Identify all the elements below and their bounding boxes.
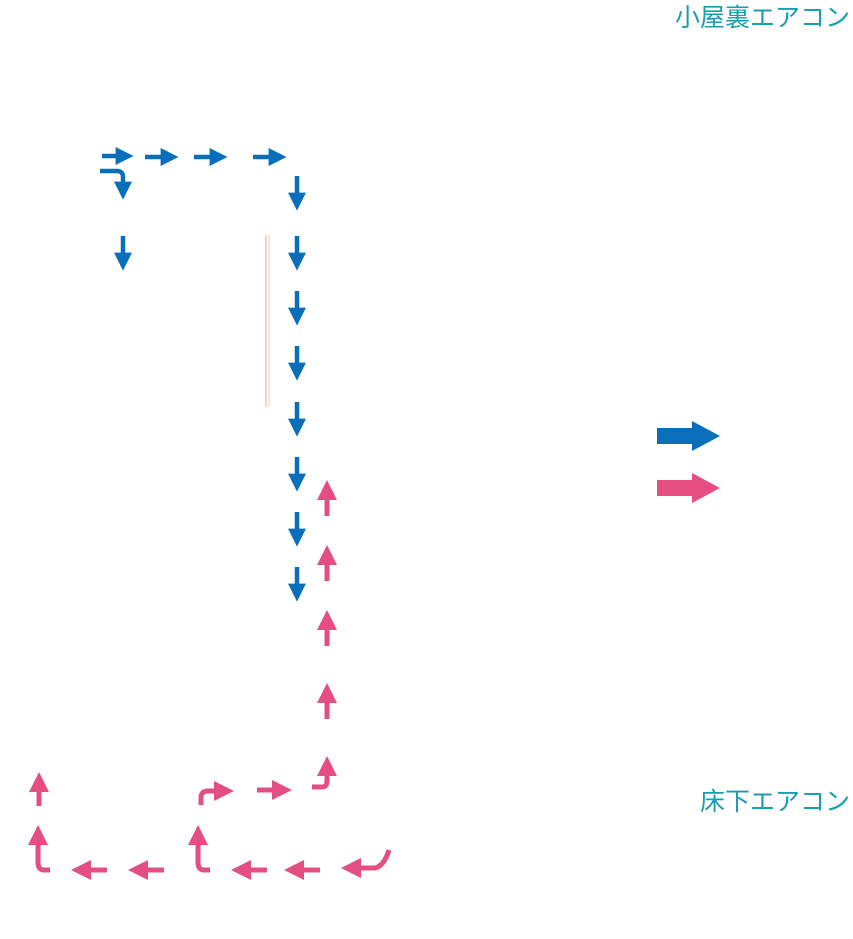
arrow-corner-up — [312, 756, 337, 790]
arrow-corner-left — [341, 849, 392, 878]
attic-airflow-arrows — [100, 147, 306, 602]
arrow-up-corner-left — [28, 825, 50, 873]
underfloor-ac-label: 床下エアコン — [700, 787, 850, 816]
arrow-corner-right — [198, 781, 234, 805]
attic-ac-label: 小屋裏エアコン — [675, 3, 850, 32]
arrow-corner-1 — [100, 168, 132, 200]
legend — [657, 421, 720, 503]
legend-arrow-attic — [657, 421, 720, 451]
underfloor-airflow-arrows — [28, 480, 392, 880]
arrow-up-corner-mid — [188, 825, 210, 873]
legend-arrow-underfloor — [657, 473, 720, 503]
